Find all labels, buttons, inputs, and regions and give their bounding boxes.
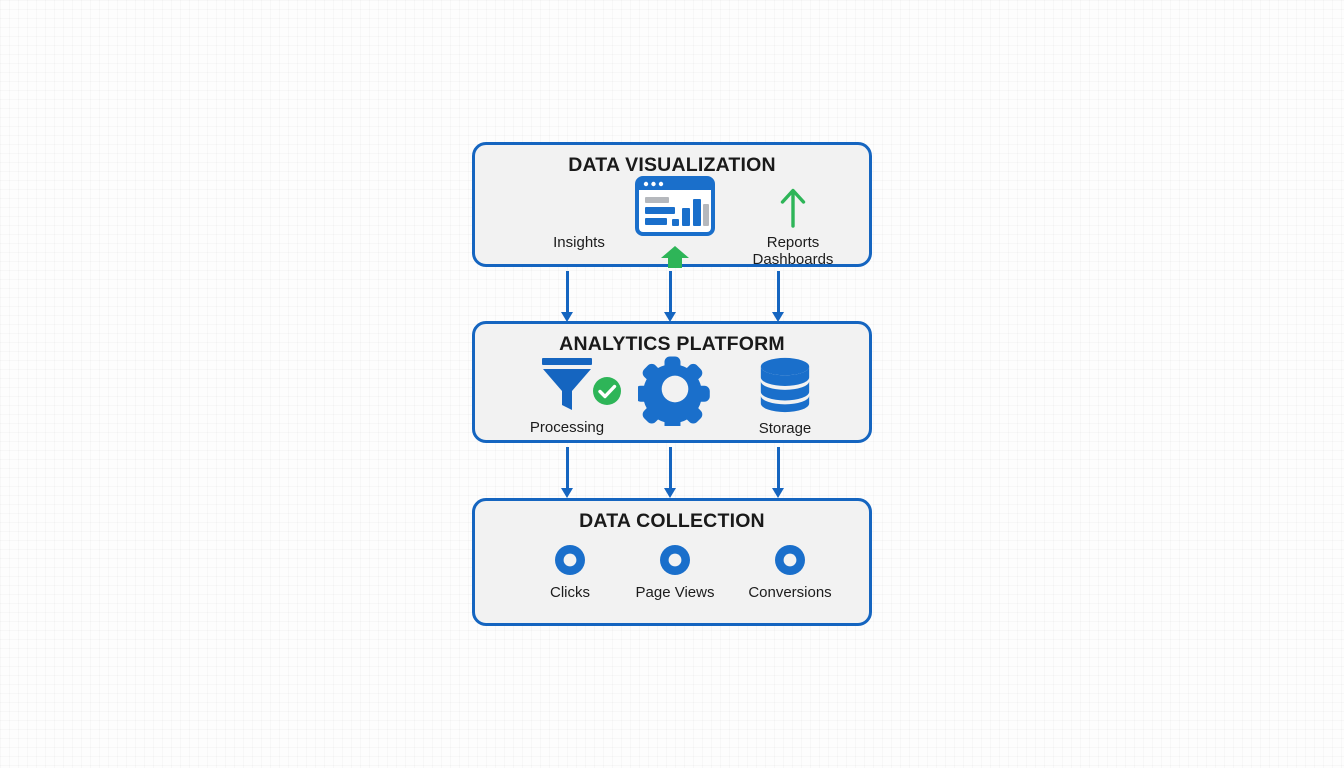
layer-data-collection: DATA COLLECTION Clicks Page Views	[472, 498, 872, 626]
connector-arrow-down-4	[566, 447, 569, 489]
ring-icon	[658, 543, 692, 577]
connector-arrow-down-1	[566, 271, 569, 313]
node-dashboard[interactable]	[621, 176, 729, 269]
node-clicks[interactable]: Clicks	[515, 543, 625, 601]
node-gear-engine[interactable]	[621, 352, 729, 426]
ring-icon	[773, 543, 807, 577]
node-label-page-views: Page Views	[635, 584, 715, 601]
connector-arrow-down-6	[777, 447, 780, 489]
node-storage[interactable]: Storage	[725, 356, 845, 437]
layer-title-data-collection: DATA COLLECTION	[579, 510, 765, 532]
node-label-clicks: Clicks	[550, 584, 590, 601]
layer-title-data-visualization: DATA VISUALIZATION	[568, 154, 776, 176]
ring-icon	[553, 543, 587, 577]
check-circle-icon	[593, 377, 621, 405]
connector-arrow-down-2	[669, 271, 672, 313]
node-label-dashboards: Dashboards	[752, 251, 834, 268]
node-label-insights: Insights	[553, 234, 605, 251]
gear-icon	[638, 352, 712, 426]
node-label-conversions: Conversions	[748, 584, 832, 601]
funnel-icon-group	[534, 356, 626, 414]
connector-arrow-down-3	[777, 271, 780, 313]
funnel-icon	[542, 358, 592, 410]
node-label-storage: Storage	[758, 420, 812, 437]
dashboard-window-icon	[635, 176, 715, 240]
database-icon	[756, 356, 814, 414]
node-reports-dashboards[interactable]: Reports Dashboards	[727, 186, 859, 268]
trend-up-arrow-icon	[776, 186, 810, 228]
layer-title-analytics-platform: ANALYTICS PLATFORM	[559, 333, 785, 355]
connector-arrow-down-5	[669, 447, 672, 489]
node-conversions[interactable]: Conversions	[730, 543, 850, 601]
layer-analytics-platform: ANALYTICS PLATFORM Processing	[472, 321, 872, 443]
node-label-reports: Reports	[766, 234, 820, 251]
node-insights[interactable]: Insights	[519, 234, 639, 251]
node-page-views[interactable]: Page Views	[620, 543, 730, 601]
layer-data-visualization: DATA VISUALIZATION Insights	[472, 142, 872, 269]
node-label-processing: Processing	[529, 419, 605, 436]
upload-green-arrow-icon	[659, 245, 691, 269]
analytics-flow-diagram: DATA VISUALIZATION Insights	[472, 142, 872, 626]
node-processing[interactable]: Processing	[505, 356, 655, 436]
